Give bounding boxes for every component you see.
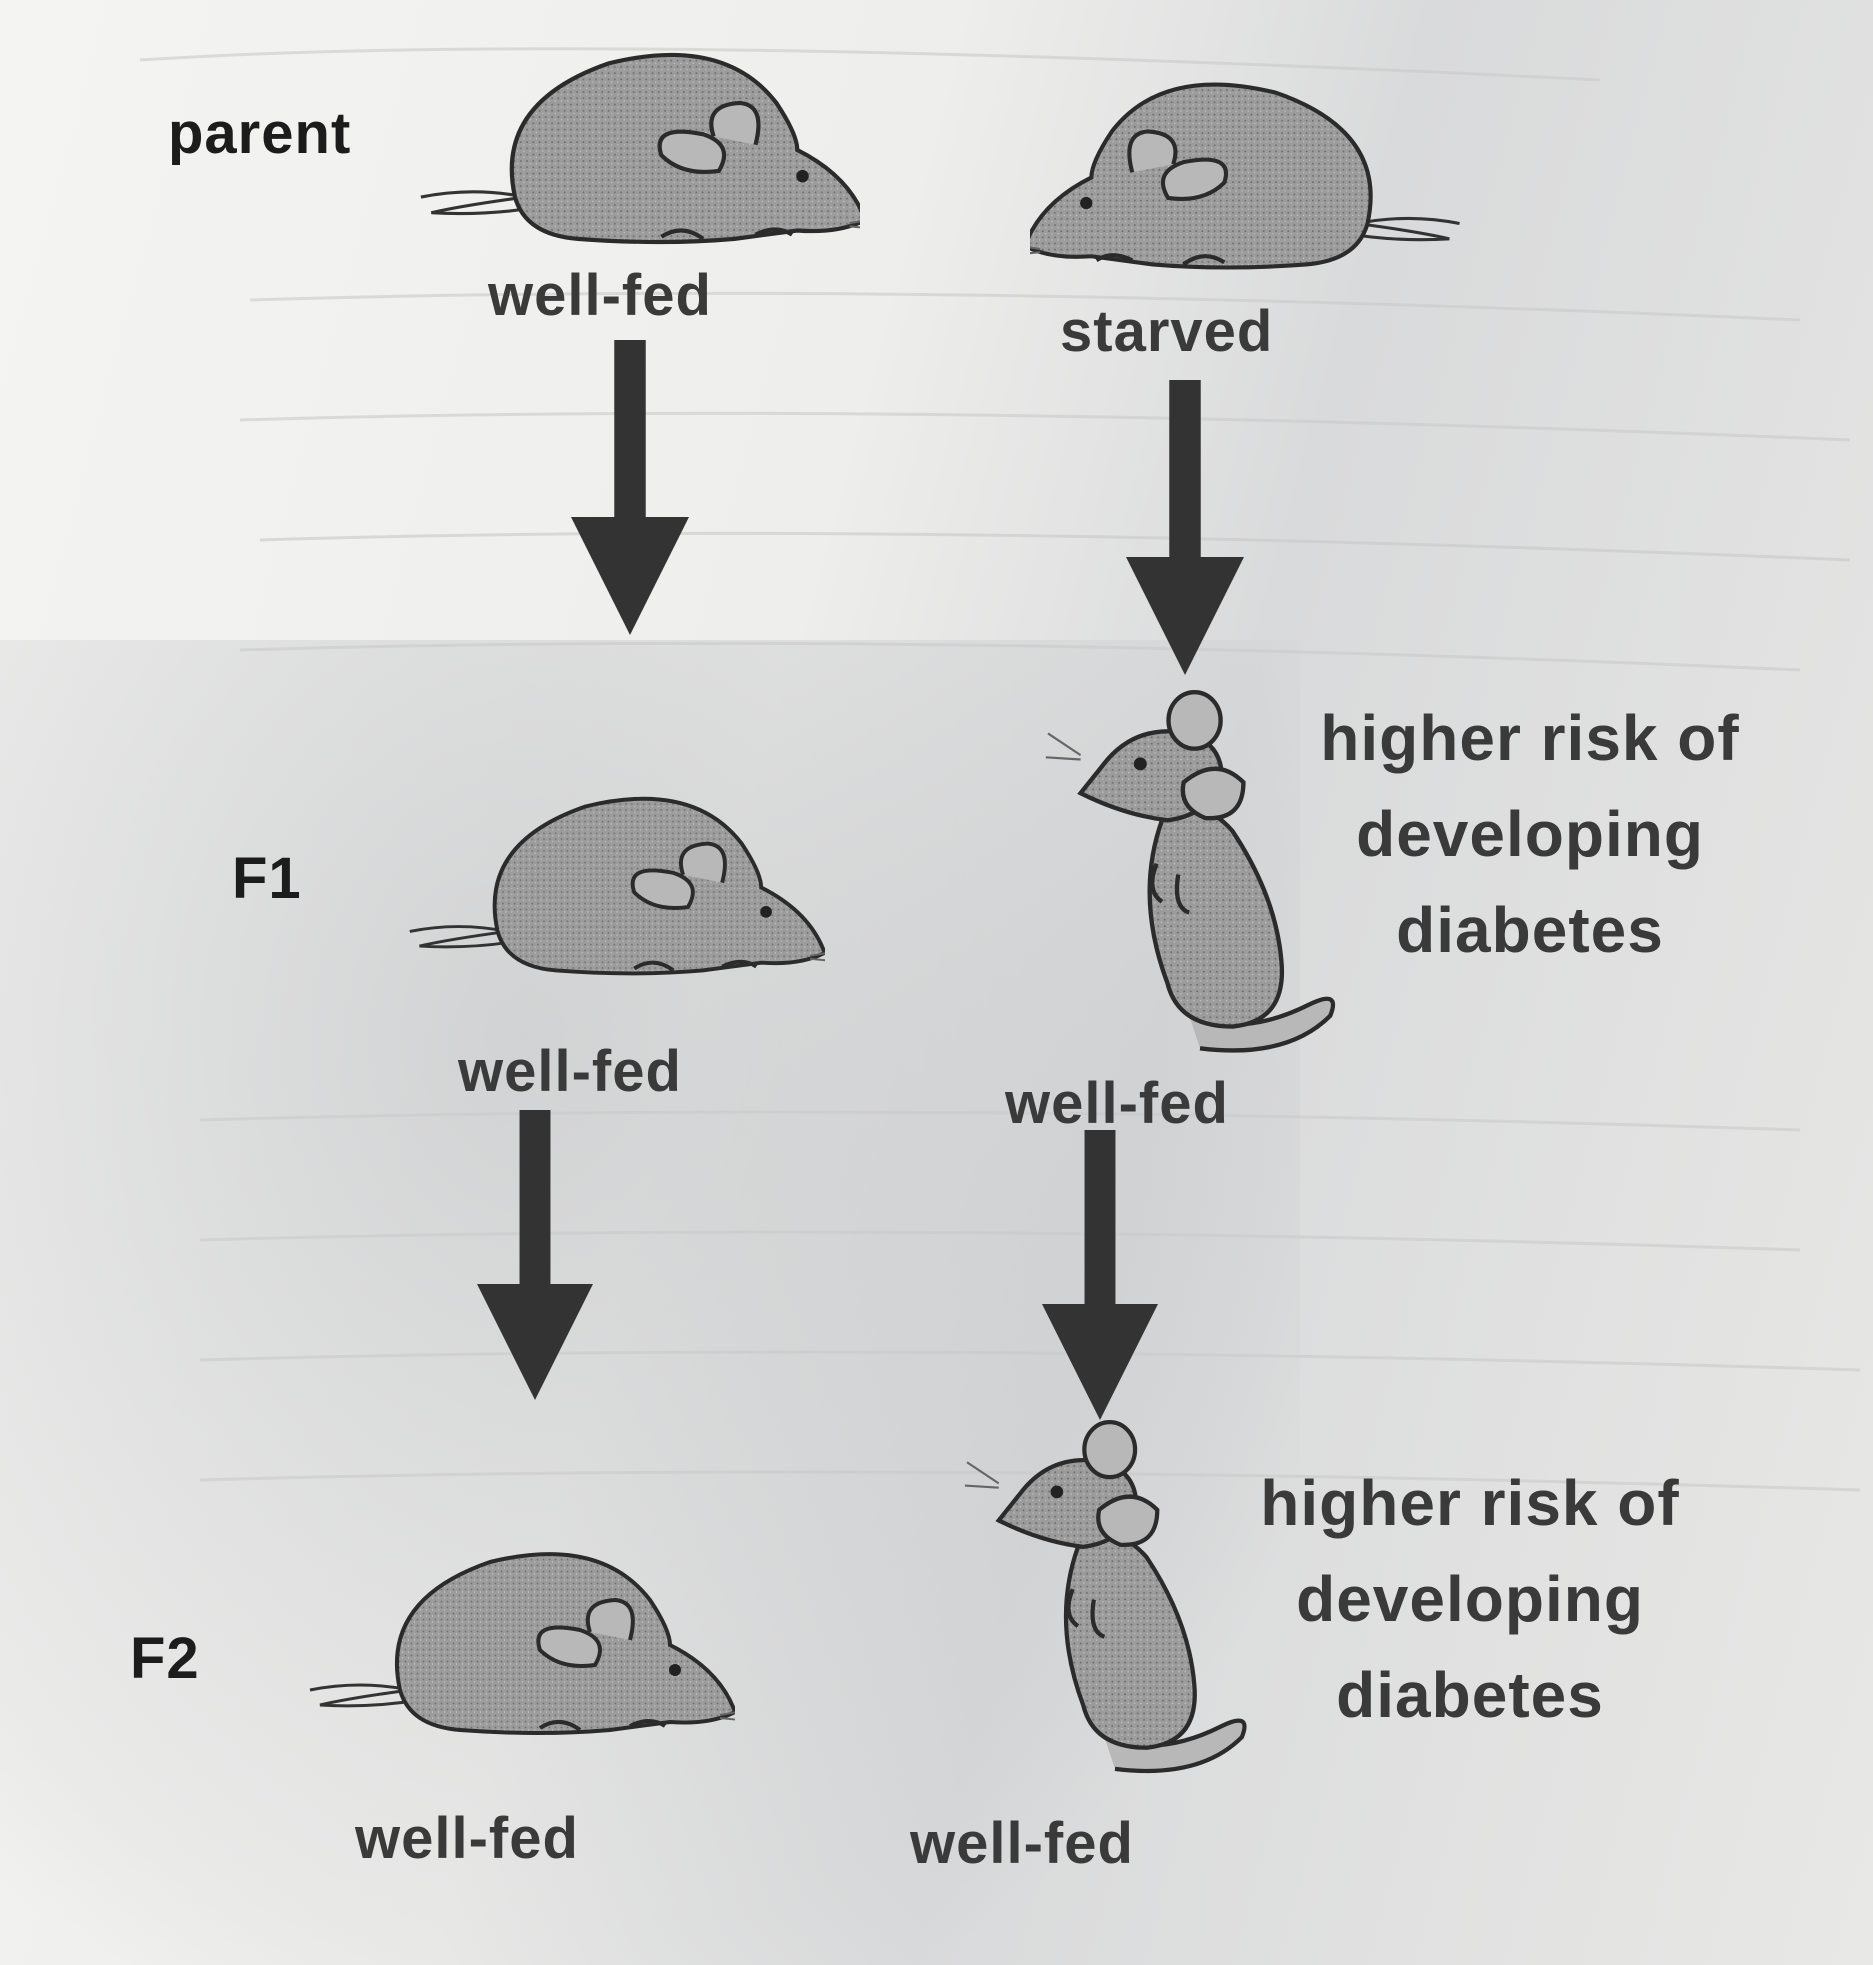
crouching-mouse-icon (1030, 70, 1480, 285)
left-f2-condition: well-fed (355, 1806, 579, 1871)
down-arrow-icon (475, 1110, 595, 1400)
crouching-mouse-icon (400, 40, 860, 260)
outcome-line: developing (1356, 798, 1704, 870)
right-f2-condition: well-fed (910, 1811, 1134, 1876)
crouching-mouse-icon (285, 1540, 735, 1750)
right-f1-outcome: higher risk of developing diabetes (1235, 690, 1825, 978)
generation-label-f1: F1 (232, 846, 302, 911)
left-parent-condition: well-fed (488, 263, 712, 328)
down-arrow-icon (1040, 1130, 1160, 1420)
right-parent-condition: starved (1060, 299, 1274, 364)
down-arrow-icon (570, 340, 690, 635)
down-arrow-icon (1125, 380, 1245, 675)
outcome-line: higher risk of (1320, 702, 1740, 774)
right-f2-outcome: higher risk of developing diabetes (1175, 1455, 1765, 1743)
outcome-line: developing (1296, 1563, 1644, 1635)
outcome-line: diabetes (1336, 1659, 1604, 1731)
right-f1-condition: well-fed (1005, 1071, 1229, 1136)
generation-label-parent: parent (168, 101, 352, 166)
generation-label-f2: F2 (130, 1626, 200, 1691)
outcome-line: higher risk of (1260, 1467, 1680, 1539)
crouching-mouse-icon (385, 785, 825, 990)
left-f1-condition: well-fed (458, 1039, 682, 1104)
outcome-line: diabetes (1396, 894, 1664, 966)
